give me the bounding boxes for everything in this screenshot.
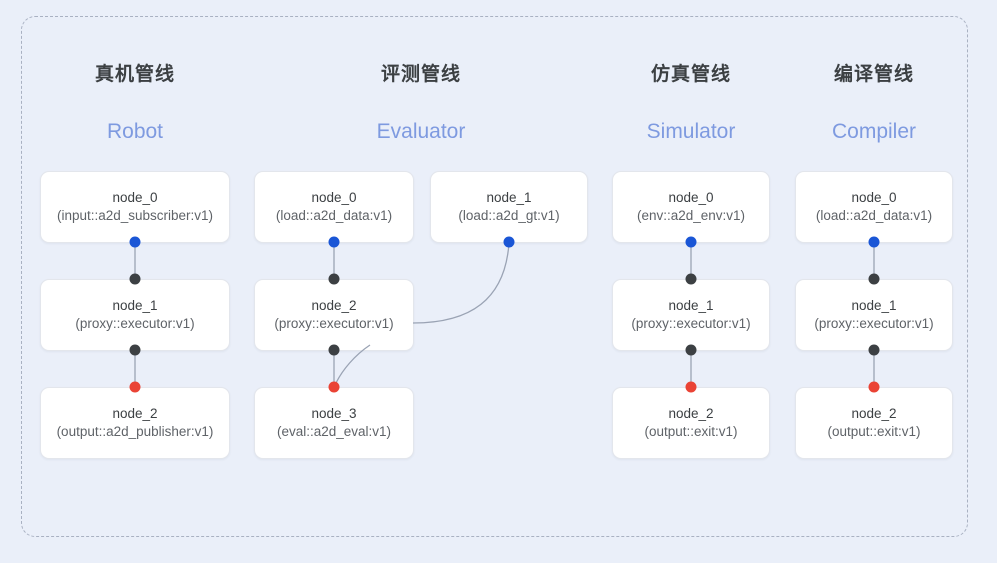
node-name: node_3: [311, 405, 357, 421]
diagram-frame: [21, 16, 968, 537]
port-input-compiler-1[interactable]: [868, 273, 880, 285]
column-header-compiler: 编译管线 Compiler: [794, 65, 954, 142]
node-robot-0[interactable]: node_0 (input::a2d_subscriber:v1): [40, 171, 230, 243]
node-evaluator-1[interactable]: node_1 (load::a2d_gt:v1): [430, 171, 588, 243]
column-title-en: Evaluator: [376, 120, 466, 143]
port-input-robot-1[interactable]: [129, 273, 141, 285]
node-spec: (proxy::executor:v1): [814, 316, 934, 331]
node-spec: (output::a2d_publisher:v1): [56, 424, 214, 439]
column-title-cn: 编译管线: [833, 64, 914, 85]
node-spec: (proxy::executor:v1): [75, 316, 195, 331]
node-name: node_0: [112, 189, 158, 205]
node-simulator-2[interactable]: node_2 (output::exit:v1): [612, 387, 770, 459]
node-name: node_2: [112, 405, 158, 421]
node-evaluator-0[interactable]: node_0 (load::a2d_data:v1): [254, 171, 414, 243]
node-robot-2[interactable]: node_2 (output::a2d_publisher:v1): [40, 387, 230, 459]
node-name: node_0: [851, 189, 897, 205]
node-name: node_1: [668, 297, 714, 313]
port-output-evaluator-2[interactable]: [328, 344, 340, 356]
port-input-simulator-2[interactable]: [685, 381, 697, 393]
column-title-cn: 仿真管线: [650, 64, 731, 85]
node-name: node_0: [311, 189, 357, 205]
port-input-evaluator-3[interactable]: [328, 381, 340, 393]
port-output-simulator-1[interactable]: [685, 344, 697, 356]
node-compiler-2[interactable]: node_2 (output::exit:v1): [795, 387, 953, 459]
column-header-simulator: 仿真管线 Simulator: [611, 65, 771, 142]
port-output-evaluator-1[interactable]: [503, 236, 515, 248]
node-simulator-0[interactable]: node_0 (env::a2d_env:v1): [612, 171, 770, 243]
node-compiler-0[interactable]: node_0 (load::a2d_data:v1): [795, 171, 953, 243]
node-name: node_2: [668, 405, 714, 421]
node-spec: (load::a2d_data:v1): [275, 208, 393, 223]
column-title-en: Compiler: [831, 120, 917, 143]
node-name: node_2: [851, 405, 897, 421]
node-robot-1[interactable]: node_1 (proxy::executor:v1): [40, 279, 230, 351]
column-title-cn: 真机管线: [94, 64, 175, 85]
column-title-cn: 评测管线: [380, 64, 461, 85]
node-spec: (env::a2d_env:v1): [636, 208, 746, 223]
port-output-robot-1[interactable]: [129, 344, 141, 356]
port-input-simulator-1[interactable]: [685, 273, 697, 285]
node-evaluator-3[interactable]: node_3 (eval::a2d_eval:v1): [254, 387, 414, 459]
port-output-evaluator-0[interactable]: [328, 236, 340, 248]
node-spec: (load::a2d_gt:v1): [458, 208, 560, 223]
column-title-en: Simulator: [646, 120, 736, 143]
node-name: node_2: [311, 297, 357, 313]
node-spec: (input::a2d_subscriber:v1): [56, 208, 214, 223]
node-name: node_1: [486, 189, 532, 205]
port-input-compiler-2[interactable]: [868, 381, 880, 393]
node-name: node_1: [851, 297, 897, 313]
node-simulator-1[interactable]: node_1 (proxy::executor:v1): [612, 279, 770, 351]
node-evaluator-2[interactable]: node_2 (proxy::executor:v1): [254, 279, 414, 351]
node-spec: (proxy::executor:v1): [631, 316, 751, 331]
node-compiler-1[interactable]: node_1 (proxy::executor:v1): [795, 279, 953, 351]
node-name: node_1: [112, 297, 158, 313]
column-header-robot: 真机管线 Robot: [55, 65, 215, 142]
port-output-robot-0[interactable]: [129, 236, 141, 248]
node-spec: (output::exit:v1): [827, 424, 921, 439]
node-spec: (load::a2d_data:v1): [815, 208, 933, 223]
node-spec: (output::exit:v1): [644, 424, 738, 439]
port-output-compiler-1[interactable]: [868, 344, 880, 356]
port-output-compiler-0[interactable]: [868, 236, 880, 248]
column-header-evaluator: 评测管线 Evaluator: [341, 65, 501, 142]
column-title-en: Robot: [106, 120, 164, 143]
port-output-simulator-0[interactable]: [685, 236, 697, 248]
node-name: node_0: [668, 189, 714, 205]
port-input-robot-2[interactable]: [129, 381, 141, 393]
port-input-evaluator-2[interactable]: [328, 273, 340, 285]
node-spec: (proxy::executor:v1): [274, 316, 394, 331]
node-spec: (eval::a2d_eval:v1): [276, 424, 392, 439]
